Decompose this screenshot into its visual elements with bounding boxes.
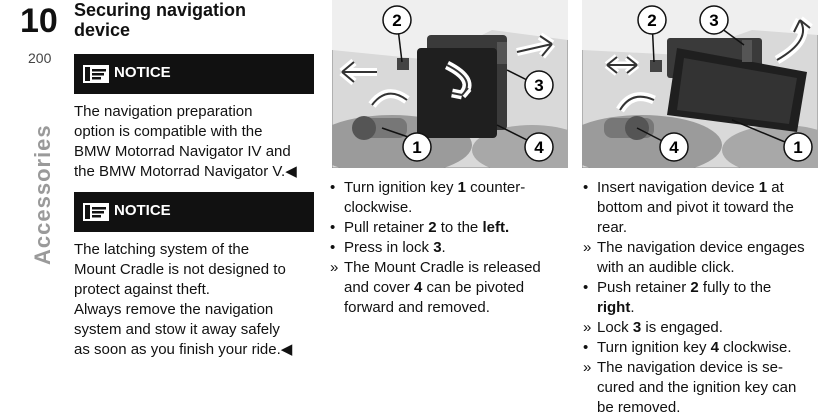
svg-text:3: 3 [709, 11, 718, 30]
svg-text:1: 1 [793, 138, 802, 157]
figure-insert-device: 2 3 4 1 [582, 0, 818, 168]
figure-remove-cover: 2 3 1 4 [332, 0, 568, 168]
svg-text:4: 4 [669, 138, 679, 157]
svg-text:1: 1 [412, 138, 421, 157]
notice-hand-icon [83, 65, 109, 83]
callout-badge: 1 [402, 132, 432, 162]
page-number: 200 [28, 50, 52, 66]
steps-remove-cover: • Turn ignition key 1 counter-clockwise.… [330, 178, 570, 318]
notice-label: NOTICE [114, 202, 171, 219]
callout-badge: 1 [783, 132, 813, 162]
callout-badge: 4 [524, 132, 554, 162]
notice-text-1: The navigation preparation option is com… [74, 103, 297, 180]
notice-column: Securing navigation device NOTICE The na… [74, 0, 314, 360]
notice-banner-2: NOTICE [74, 192, 314, 232]
callout-badge: 4 [659, 132, 689, 162]
step-item: • Turn ignition key 4 clockwise. [583, 339, 792, 356]
step-item: • Press in lock 3. [330, 239, 446, 256]
section-title: Securing navigation device [74, 0, 247, 40]
svg-text:2: 2 [647, 11, 656, 30]
chapter-title: Accessories [30, 124, 55, 265]
chapter-number: 10 [20, 2, 58, 40]
step-item: • Turn ignition key 1 counter-clockwise. [330, 179, 526, 216]
svg-text:3: 3 [534, 76, 543, 95]
callout-badge: 3 [524, 70, 554, 100]
notice-banner-1: NOTICE [74, 54, 314, 94]
step-item: • Pull retainer 2 to the left. [330, 219, 510, 236]
svg-text:4: 4 [534, 138, 544, 157]
callout-badge: 3 [699, 5, 729, 35]
result-item: » The navigation device is se-cured and … [583, 359, 797, 416]
result-item: » Lock 3 is engaged. [583, 319, 723, 336]
svg-text:2: 2 [392, 11, 401, 30]
callout-badge: 2 [382, 5, 412, 35]
notice-hand-icon [83, 203, 109, 221]
notice-label: NOTICE [114, 64, 171, 81]
notice-text-2: The latching system of the Mount Cradle … [74, 241, 293, 358]
callout-badge: 2 [637, 5, 667, 35]
chapter-sidebar: 10 200 Accessories [0, 0, 62, 409]
